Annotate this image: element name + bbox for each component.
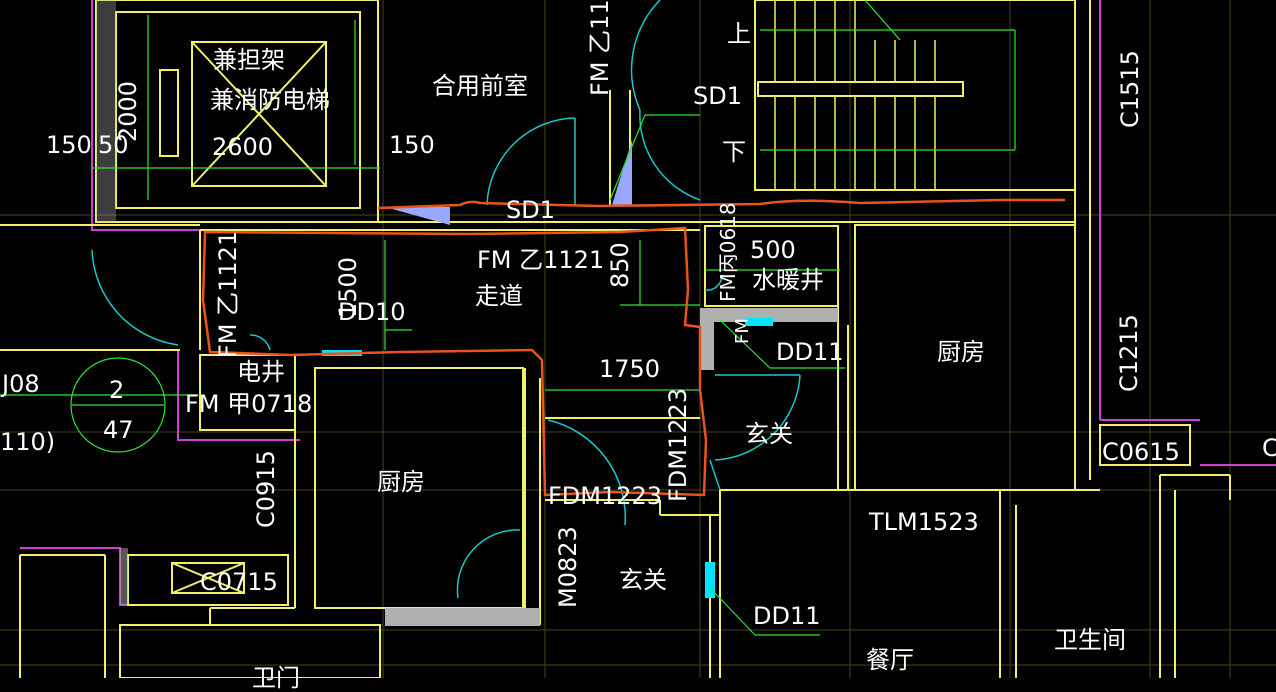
door-fm-b0618-label: FM丙0618 xyxy=(716,202,740,302)
bathroom-label: 卫生间 xyxy=(1054,626,1126,654)
shared-anteroom-label: 合用前室 xyxy=(432,72,528,100)
dim-2600: 2600 xyxy=(212,133,274,161)
door-fdm1223-vertical-label: FDM1223 xyxy=(664,387,692,502)
water-heating-shaft-label: 水暖井 xyxy=(752,266,824,294)
dd11-label-bottom: DD11 xyxy=(753,602,821,630)
stair-treads xyxy=(774,0,936,190)
window-c1215-label: C1215 xyxy=(1115,314,1143,392)
dim-500: 500 xyxy=(750,236,796,264)
dim-150-left: 150 xyxy=(46,131,92,159)
electric-shaft-label: 电井 xyxy=(237,358,285,386)
door-tlm1523-label: TLM1523 xyxy=(869,508,979,536)
grid-lines xyxy=(0,0,1276,678)
dim-1750: 1750 xyxy=(599,355,661,383)
door-fm-j0718-label: FM 甲0718 xyxy=(185,390,313,418)
door-fm-z112-label: FM 乙112 xyxy=(586,0,614,96)
kitchen-right-label: 厨房 xyxy=(937,338,985,366)
hatch-fills xyxy=(96,0,838,626)
window-c0615-label: C0615 xyxy=(1102,438,1180,466)
cad-floor-plan xyxy=(0,0,1276,678)
dimension-lines xyxy=(0,0,1016,636)
axis-circle-bottom: 47 xyxy=(103,416,134,444)
dd11-label-top: DD11 xyxy=(776,338,844,366)
dim-2000: 2000 xyxy=(114,80,142,142)
stair-down-label: 下 xyxy=(722,138,746,166)
walls xyxy=(0,0,1231,678)
window-c0715-label: C0715 xyxy=(200,568,278,596)
door-fm-z1121-vertical-label: FM 乙1121 xyxy=(214,230,242,358)
window-c1515-label: C1515 xyxy=(1116,50,1144,128)
stair-up-label: 上 xyxy=(727,20,751,48)
fire-elevator-label: 兼消防电梯 xyxy=(210,86,330,114)
dim-50: 50 xyxy=(98,131,129,159)
magenta-lines xyxy=(20,0,1276,606)
dim-850: 850 xyxy=(606,242,634,288)
j08-label: J08 xyxy=(2,370,40,398)
sd1-label-top: SD1 xyxy=(693,82,742,110)
door-m0823-label: M0823 xyxy=(554,526,582,608)
dining-room-label: 餐厅 xyxy=(866,646,914,674)
dd10-label: DD10 xyxy=(338,298,406,326)
window-c-partial-label: C xyxy=(1262,434,1276,462)
sd1-label-bottom: SD1 xyxy=(506,196,555,224)
partial-bottom-label: 卫门 xyxy=(252,664,300,692)
entrance-right-label: 玄关 xyxy=(745,420,793,448)
corridor-label: 走道 xyxy=(475,282,523,310)
entrance-left-label: 玄关 xyxy=(619,566,667,594)
kitchen-left-label: 厨房 xyxy=(377,468,425,496)
paren-110-label: 110) xyxy=(0,428,56,456)
elevator-stretcher-label: 兼担架 xyxy=(213,46,285,74)
door-fdm1223-label: FDM1223 xyxy=(548,482,663,510)
door-fm-small-label: FM xyxy=(732,318,753,344)
highlight-outline xyxy=(201,198,1065,497)
door-fm-z1121-label: FM 乙1121 xyxy=(477,246,605,274)
axis-circle-top: 2 xyxy=(109,376,125,404)
dim-150-right: 150 xyxy=(389,131,435,159)
window-c0915-label: C0915 xyxy=(252,450,280,528)
door-swings xyxy=(91,0,801,599)
